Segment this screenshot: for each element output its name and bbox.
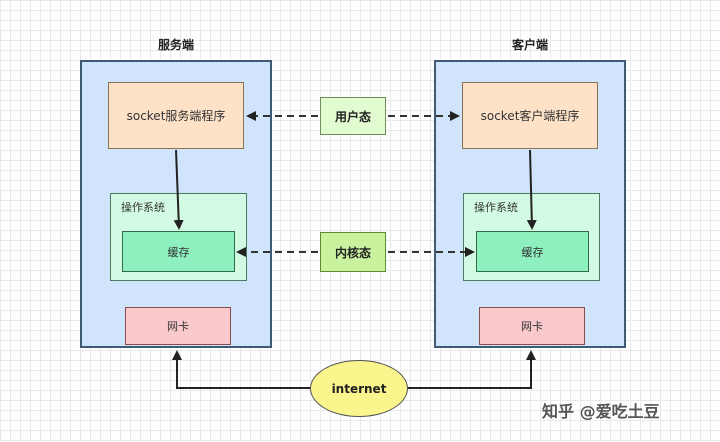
server-app-to-cache-arrow <box>173 149 184 230</box>
internet-to-server-arrow <box>172 350 312 389</box>
watermark: 知乎 @爱吃土豆 <box>542 402 660 421</box>
server-title: 服务端 <box>157 38 194 52</box>
client-title: 客户端 <box>511 38 548 52</box>
kernel-state-label: 内核态 <box>320 232 386 272</box>
client-cache-box: 缓存 <box>476 231 589 272</box>
server-os-label: 操作系统 <box>121 201 165 214</box>
client-app-to-cache-arrow <box>526 149 537 230</box>
internet-to-client-arrow <box>406 350 536 389</box>
client-app-box: socket客户端程序 <box>462 82 598 149</box>
server-nic-box: 网卡 <box>125 307 231 345</box>
user-state-label: 用户态 <box>320 97 386 135</box>
internet-ellipse: internet <box>310 360 408 417</box>
client-os-label: 操作系统 <box>474 201 518 214</box>
server-app-box: socket服务端程序 <box>108 82 244 149</box>
client-nic-box: 网卡 <box>479 307 585 345</box>
server-cache-box: 缓存 <box>122 231 235 272</box>
